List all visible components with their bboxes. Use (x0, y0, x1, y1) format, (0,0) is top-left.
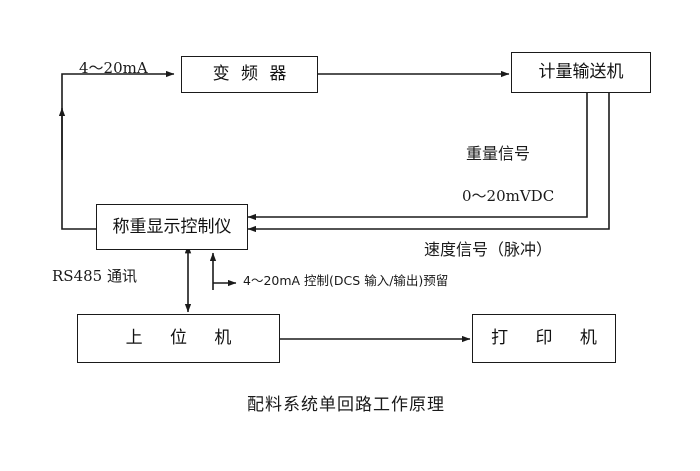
node-printer[interactable]: 打 印 机 (472, 314, 616, 363)
node-host-computer-label: 上 位 机 (125, 328, 243, 348)
node-inverter-label: 变 频 器 (212, 64, 290, 84)
label-current-signal: 4～20mA (79, 59, 148, 77)
node-weighing-controller-label: 称重显示控制仪 (112, 216, 232, 237)
node-printer-label: 打 印 机 (491, 328, 608, 348)
label-speed-signal: 速度信号（脉冲） (424, 240, 553, 259)
node-weighing-controller[interactable]: 称重显示控制仪 (96, 204, 248, 250)
diagram-caption: 配料系统单回路工作原理 (247, 395, 445, 415)
node-inverter[interactable]: 变 频 器 (181, 56, 318, 93)
label-weight-signal-range: 0～20mVDC (462, 187, 555, 205)
node-metering-conveyor[interactable]: 计量输送机 (511, 52, 651, 93)
node-host-computer[interactable]: 上 位 机 (77, 314, 280, 363)
label-rs485: RS485 通讯 (52, 267, 137, 285)
label-dcs-reserved: 4～20mA 控制(DCS 输入/输出)预留 (243, 273, 449, 288)
label-weight-signal: 重量信号 (466, 144, 531, 163)
node-metering-conveyor-label: 计量输送机 (538, 62, 624, 82)
